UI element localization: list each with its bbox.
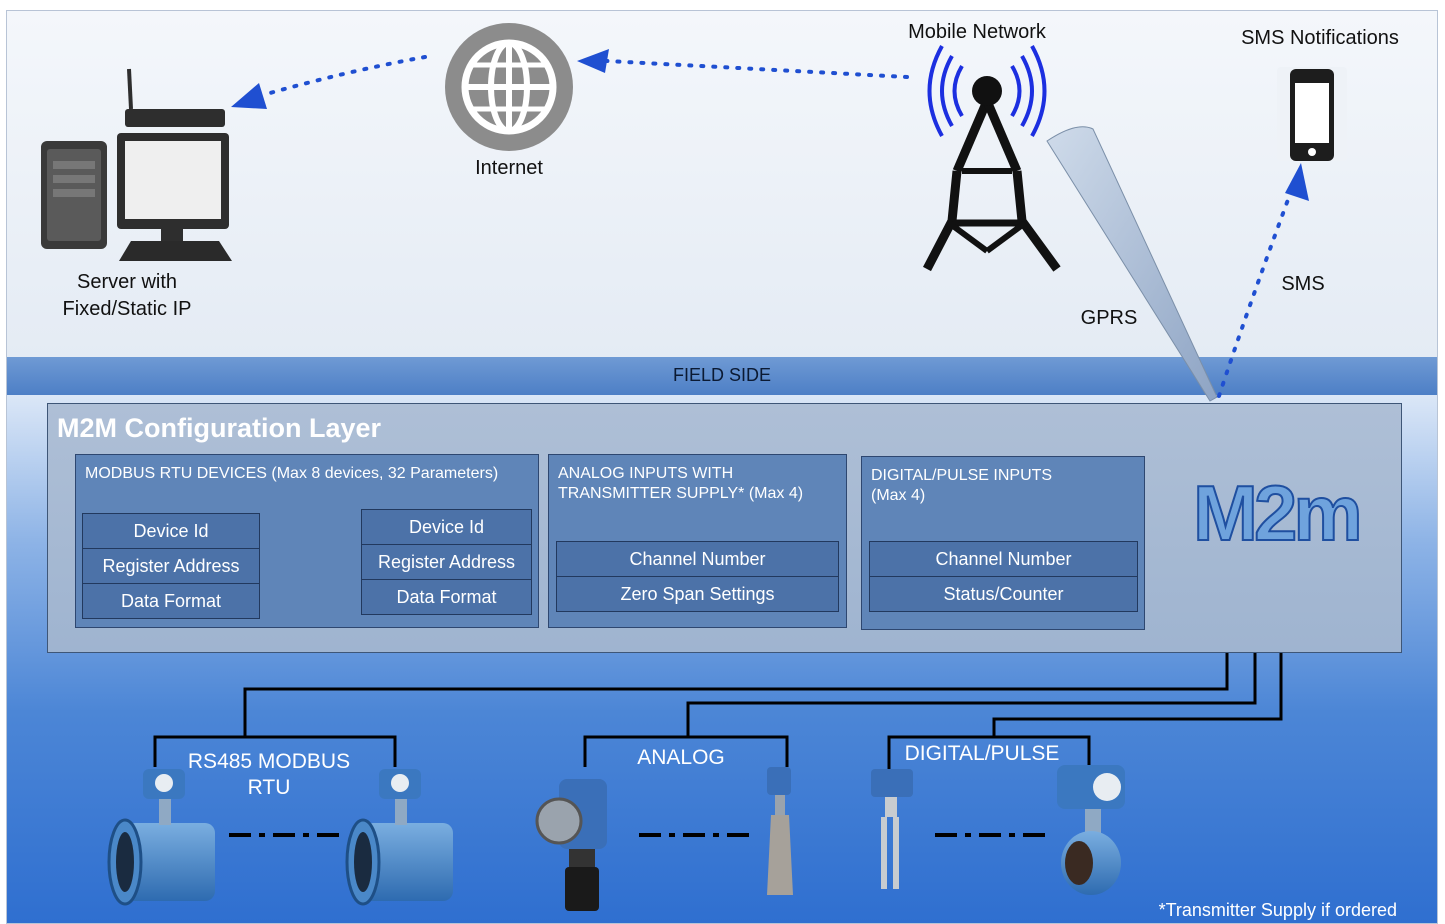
analog-config-title-line1: ANALOG INPUTS WITH [558, 465, 734, 482]
ultrasonic-level-transmitter-icon [535, 779, 607, 911]
modbus-field-device-id-1: Device Id [82, 513, 260, 549]
diagram-frame: FIELD SIDE [6, 10, 1438, 924]
mobile-phone-icon [1277, 67, 1347, 161]
rs485-label-line2: RTU [247, 776, 291, 799]
modbus-field-device-id-8: Device Id [361, 509, 532, 545]
digital-pulse-label: DIGITAL/PULSE [904, 742, 1060, 765]
modbus-field-register-address-8: Register Address [361, 544, 532, 580]
internet-globe-icon [445, 23, 573, 151]
server-label: Server with Fixed/Static IP [47, 269, 207, 323]
sms-label: SMS [1281, 273, 1325, 295]
digital-field-channel-number: Channel Number [869, 541, 1138, 577]
digital-config-title: DIGITAL/PULSE INPUTS (Max 4) [871, 466, 1052, 506]
digital-config-title-line1: DIGITAL/PULSE INPUTS [871, 467, 1053, 484]
internet-label: Internet [475, 157, 543, 179]
sms-notifications-label: SMS Notifications [1241, 27, 1399, 49]
rs485-modbus-label: RS485 MODBUS RTU [177, 749, 361, 801]
server-computer-icon [41, 68, 232, 261]
flowmeter-icon-1 [107, 769, 215, 906]
modbus-config-title: MODBUS RTU DEVICES (Max 8 devices, 32 Pa… [85, 465, 499, 482]
dotted-arrow-tower-to-internet [577, 49, 909, 79]
modbus-field-data-format-1: Data Format [82, 583, 260, 619]
network-side-background [7, 11, 1437, 361]
mobile-tower-icon [923, 45, 1061, 272]
analog-config-title-line2: TRANSMITTER SUPPLY* (Max 4) [558, 485, 804, 502]
modbus-field-register-address-1: Register Address [82, 548, 260, 584]
dotted-arrow-internet-to-server [231, 55, 427, 109]
level-switch-icon [871, 769, 913, 889]
diagram-graphics [41, 23, 1390, 911]
digital-config-title-line2: (Max 4) [871, 487, 926, 504]
digital-field-status-counter: Status/Counter [869, 576, 1138, 612]
mobile-network-label: Mobile Network [908, 21, 1046, 43]
gprs-beam [1046, 126, 1218, 402]
dotted-arrow-device-to-phone [1217, 163, 1309, 398]
modbus-field-data-format-8: Data Format [361, 579, 532, 615]
analog-field-zero-span: Zero Span Settings [556, 576, 839, 612]
analog-label: ANALOG [637, 746, 725, 769]
gprs-label: GPRS [1080, 307, 1138, 329]
pulse-flowmeter-icon [1057, 765, 1125, 895]
transmitter-supply-footnote: *Transmitter Supply if ordered [1158, 900, 1397, 920]
config-layer-title: M2M Configuration Layer [57, 413, 382, 443]
field-side-label: FIELD SIDE [672, 365, 772, 385]
server-label-line2: Fixed/Static IP [62, 298, 192, 320]
analog-config-title: ANALOG INPUTS WITH TRANSMITTER SUPPLY* (… [558, 464, 803, 504]
flowmeter-icon-2 [345, 769, 453, 906]
radar-level-transmitter-icon [767, 767, 793, 895]
rs485-label-line1: RS485 MODBUS [187, 750, 351, 773]
m2m-device-logo: M2m [1192, 468, 1364, 558]
analog-field-channel-number: Channel Number [556, 541, 839, 577]
server-label-line1: Server with [76, 271, 178, 293]
